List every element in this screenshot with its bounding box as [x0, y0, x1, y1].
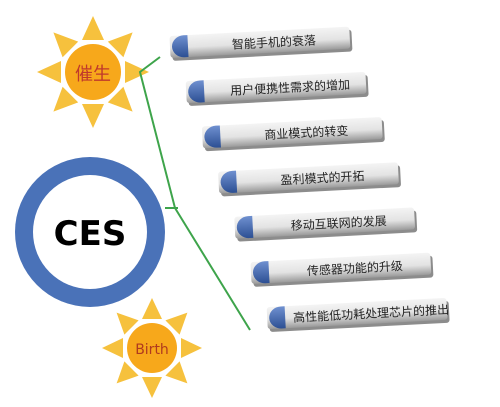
sun-ray [116, 361, 139, 384]
sun-ray [181, 338, 202, 358]
sun-top-core [65, 44, 121, 100]
factor-item: 智能手机的衰落 [169, 26, 353, 61]
factor-item: 商业模式的转变 [201, 117, 385, 152]
sun-ray [165, 361, 188, 384]
factor-bar [185, 71, 367, 104]
factor-item: 盈利模式的开拓 [218, 162, 401, 197]
factor-item: 传感器功能的升级 [250, 252, 434, 287]
factor-bar [169, 26, 351, 58]
sun-top-label: 催生 [75, 64, 111, 85]
factor-bar [234, 207, 415, 239]
factor-bar-cap [252, 261, 270, 284]
sun-ray [116, 312, 139, 335]
factor-bar [201, 117, 383, 149]
factor-bar [266, 297, 448, 330]
factor-bar-cap [220, 170, 238, 193]
sun-ray [107, 32, 133, 58]
sun-ray [142, 298, 162, 319]
factor-item: 用户便携性需求的增加 [185, 71, 369, 106]
factor-label: 智能手机的衰落 [232, 32, 317, 51]
sun-bottom: Birth [102, 298, 202, 398]
sun-ray [53, 86, 79, 112]
factor-bar-cap [204, 125, 221, 148]
sun-ray [107, 86, 133, 112]
factor-item: 移动互联网的发展 [234, 207, 418, 242]
sun-ray [102, 338, 123, 358]
sun-ray [53, 32, 79, 58]
ces-ring: CES [15, 157, 165, 307]
factor-bar-cap [171, 35, 189, 58]
sun-ray [37, 61, 61, 83]
factor-label: 移动互联网的发展 [290, 213, 387, 233]
factor-item: 高性能低功耗处理芯片的推出 [266, 297, 450, 332]
factor-label: 盈利模式的开拓 [280, 168, 365, 187]
factor-list: 智能手机的衰落用户便携性需求的增加商业模式的转变盈利模式的开拓移动互联网的发展传… [169, 26, 450, 332]
sun-bottom-core [127, 323, 177, 373]
factor-bar [218, 162, 399, 194]
factor-label: 传感器功能的升级 [307, 258, 404, 278]
ces-ring-inner [33, 175, 147, 289]
sun-bottom-label: Birth [135, 342, 169, 358]
bracket-line [138, 56, 251, 331]
sun-ray [125, 61, 149, 83]
factor-bar [250, 252, 432, 284]
factor-label: 商业模式的转变 [264, 123, 349, 142]
sun-bottom-rays [102, 298, 202, 398]
ces-label: CES [54, 214, 127, 254]
sun-top-rays [37, 16, 149, 128]
factor-bar-cap [269, 306, 286, 329]
sun-ray [142, 377, 162, 398]
factor-label: 用户便携性需求的增加 [230, 77, 351, 98]
factor-bar-cap [188, 80, 205, 103]
factor-bar-cap [236, 215, 254, 239]
sun-ray [165, 312, 188, 335]
sun-top: 催生 [37, 16, 149, 128]
sun-ray [82, 104, 104, 128]
sun-ray [82, 16, 104, 40]
